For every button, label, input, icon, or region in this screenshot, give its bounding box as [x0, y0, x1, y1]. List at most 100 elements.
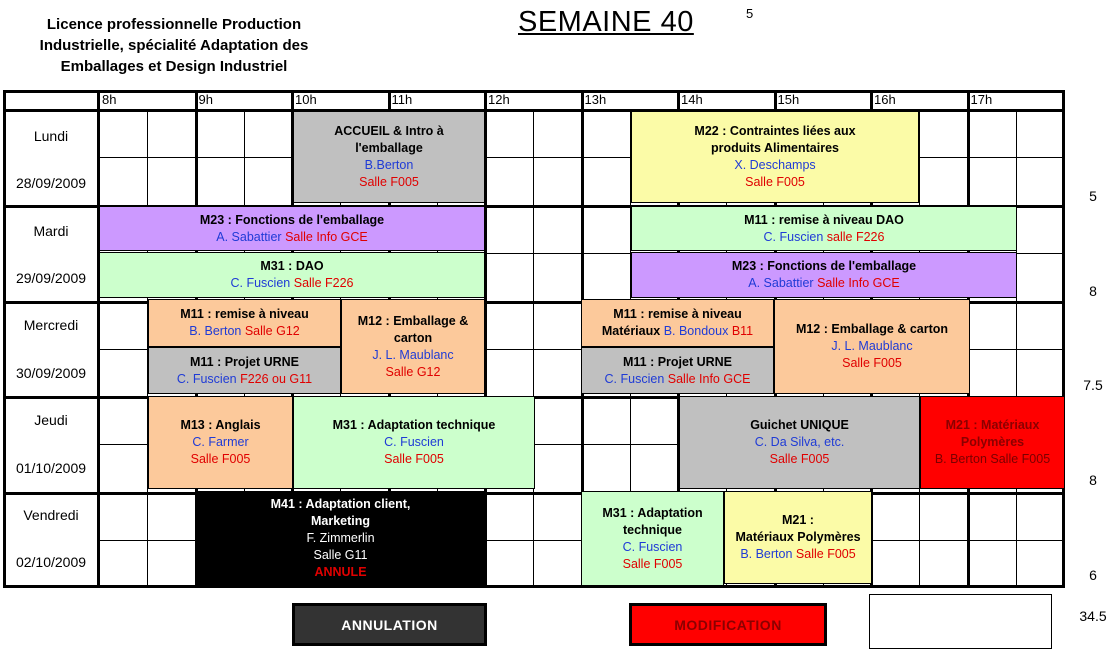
modification-legend: MODIFICATION	[629, 603, 827, 646]
course-title: M11 : remise à niveau	[613, 307, 742, 321]
hour-label: 15h	[777, 92, 800, 107]
course-title: M11 : remise à niveau	[180, 307, 309, 321]
course-block-m12-morning[interactable]: M12 : Emballage & carton J. L. Maublanc …	[341, 299, 485, 394]
course-block-guichet[interactable]: Guichet UNIQUE C. Da Silva, etc. Salle F…	[679, 396, 920, 489]
hour-line	[484, 90, 487, 588]
course-block-m21-vendredi[interactable]: M21 : Matériaux Polymères B. Berton Sall…	[724, 491, 872, 584]
hour-label: 9h	[198, 92, 213, 107]
teacher-name: C. Fuscien	[604, 371, 665, 386]
teacher-name: C. Da Silva, etc.	[754, 435, 845, 449]
course-title: Matériaux	[601, 324, 661, 338]
course-block-m31-dao[interactable]: M31 : DAO C. Fuscien Salle F226	[99, 252, 485, 298]
grid-border	[1062, 90, 1065, 588]
teacher-name: C. Fuscien	[622, 539, 683, 554]
teacher-name: J. L. Maublanc	[831, 339, 913, 353]
course-title: Polymères	[960, 435, 1025, 449]
room-name: Salle Info GCE	[667, 371, 751, 386]
course-block-accueil[interactable]: ACCUEIL & Intro à l'emballage B.Berton S…	[293, 111, 485, 203]
hour-label: 8h	[102, 92, 117, 107]
teacher-name: B. Berton	[740, 547, 793, 561]
teacher-name: C. Fuscien	[230, 276, 291, 290]
teacher-name: F. Zimmerlin	[306, 531, 375, 545]
course-block-m21-modified[interactable]: M21 : Matériaux Polymères B. Berton Sall…	[920, 396, 1065, 489]
course-title: M12 : Emballage &	[357, 313, 469, 328]
day-date-vendredi: 02/10/2009	[15, 554, 87, 570]
course-block-m23-afternoon[interactable]: M23 : Fonctions de l'emballage A. Sabatt…	[631, 252, 1017, 298]
teacher-name: B. Bondoux	[663, 324, 729, 338]
course-title: M12 : Emballage & carton	[795, 322, 949, 336]
day-name-jeudi: Jeudi	[34, 412, 68, 428]
room-name: Salle F005	[795, 547, 856, 561]
annulation-legend: ANNULATION	[292, 603, 487, 646]
course-title: M31 : Adaptation technique	[332, 418, 496, 432]
week-total: 34.5	[1079, 608, 1107, 624]
cancelled-label: ANNULE	[314, 565, 367, 579]
title-line-1: Licence professionnelle Production	[46, 16, 302, 33]
teacher-name: J. L. Maublanc	[372, 347, 454, 362]
day-name-mercredi: Mercredi	[23, 317, 79, 333]
course-title: M11 : Projet URNE	[189, 354, 300, 369]
course-block-m11-dao[interactable]: M11 : remise à niveau DAO C. Fuscien sal…	[631, 206, 1017, 251]
room-name: Salle F005	[745, 175, 805, 189]
title-line-3: Emballages et Design Industriel	[60, 58, 288, 75]
hour-label: 11h	[391, 92, 413, 107]
room-name: Salle Info GCE	[817, 276, 900, 290]
course-block-m12-afternoon[interactable]: M12 : Emballage & carton J. L. Maublanc …	[774, 299, 970, 394]
course-title: M23 : Fonctions de l'emballage	[731, 259, 917, 273]
room-name: Salle G12	[385, 364, 441, 379]
half-hour-line	[533, 109, 535, 588]
teacher-name: C. Fuscien	[384, 435, 444, 449]
teacher-name: X. Deschamps	[734, 158, 816, 172]
hour-label: 17h	[970, 92, 993, 107]
room-name: Salle G11	[313, 548, 368, 562]
program-title: Licence professionnelle Production Indus…	[0, 14, 348, 77]
day-column-border	[97, 90, 100, 588]
course-title: Matériaux Polymères	[735, 530, 861, 544]
teacher-room: B. Berton Salle F005	[934, 452, 1051, 466]
course-block-m31-adaptation[interactable]: M31 : Adaptation technique C. Fuscien Sa…	[293, 396, 535, 489]
teacher-name: C. Fuscien	[763, 229, 824, 244]
room-name: B11	[731, 324, 754, 338]
course-block-m23-morning[interactable]: M23 : Fonctions de l'emballage A. Sabatt…	[99, 206, 485, 251]
course-title: M41 : Adaptation client,	[270, 497, 411, 511]
course-title: M11 : Projet URNE	[622, 354, 733, 369]
day-name-mardi: Mardi	[33, 223, 69, 239]
course-block-m31-vendredi[interactable]: M31 : Adaptation technique C. Fuscien Sa…	[581, 491, 724, 586]
room-name: Salle F005	[622, 556, 683, 571]
teacher-name: B.Berton	[364, 158, 414, 172]
teacher-name: C. Farmer	[192, 435, 249, 449]
course-block-m13-anglais[interactable]: M13 : Anglais C. Farmer Salle F005	[148, 396, 293, 489]
room-name: Salle F226	[293, 276, 354, 290]
course-title: M13 : Anglais	[180, 418, 261, 432]
course-block-urne-afternoon[interactable]: M11 : Projet URNE C. Fuscien Salle Info …	[581, 347, 774, 394]
course-block-m41-annule[interactable]: M41 : Adaptation client, Marketing F. Zi…	[196, 491, 485, 586]
half-hour-line	[1015, 109, 1017, 588]
day-total-mercredi: 7.5	[1083, 377, 1103, 393]
course-title: M21 : Matériaux	[945, 418, 1040, 432]
title-line-2: Industrielle, spécialité Adaptation des	[39, 37, 309, 54]
room-name: Salle Info GCE	[285, 229, 368, 244]
day-total-jeudi: 8	[1089, 472, 1097, 488]
course-block-m11-materiaux[interactable]: M11 : remise à niveau Matériaux B. Bondo…	[581, 299, 774, 347]
day-total-lundi: 5	[1089, 188, 1097, 204]
course-block-urne-morning[interactable]: M11 : Projet URNE C. Fuscien F226 ou G11	[148, 347, 341, 394]
course-title: M23 : Fonctions de l'emballage	[199, 212, 385, 227]
day-total-mardi: 8	[1089, 283, 1097, 299]
room-name: Salle F005	[384, 452, 444, 466]
day-name-vendredi: Vendredi	[23, 507, 79, 523]
empty-legend-box	[869, 594, 1052, 649]
course-title: l'emballage	[355, 141, 423, 155]
course-block-m11-remise[interactable]: M11 : remise à niveau B. Berton Salle G1…	[148, 299, 341, 347]
week-title: SEMAINE 40	[518, 6, 694, 38]
course-title: produits Alimentaires	[710, 141, 840, 155]
hour-label: 16h	[874, 92, 896, 107]
course-block-m22[interactable]: M22 : Contraintes liées aux produits Ali…	[631, 111, 919, 203]
room-name: Salle G12	[244, 324, 300, 338]
course-title: M11 : remise à niveau DAO	[744, 212, 904, 227]
teacher-name: B. Berton	[189, 324, 242, 338]
course-title: M31 : Adaptation	[602, 505, 703, 520]
hour-label: 14h	[681, 92, 703, 107]
grid-border	[3, 90, 1065, 93]
day-date-lundi: 28/09/2009	[15, 175, 87, 191]
